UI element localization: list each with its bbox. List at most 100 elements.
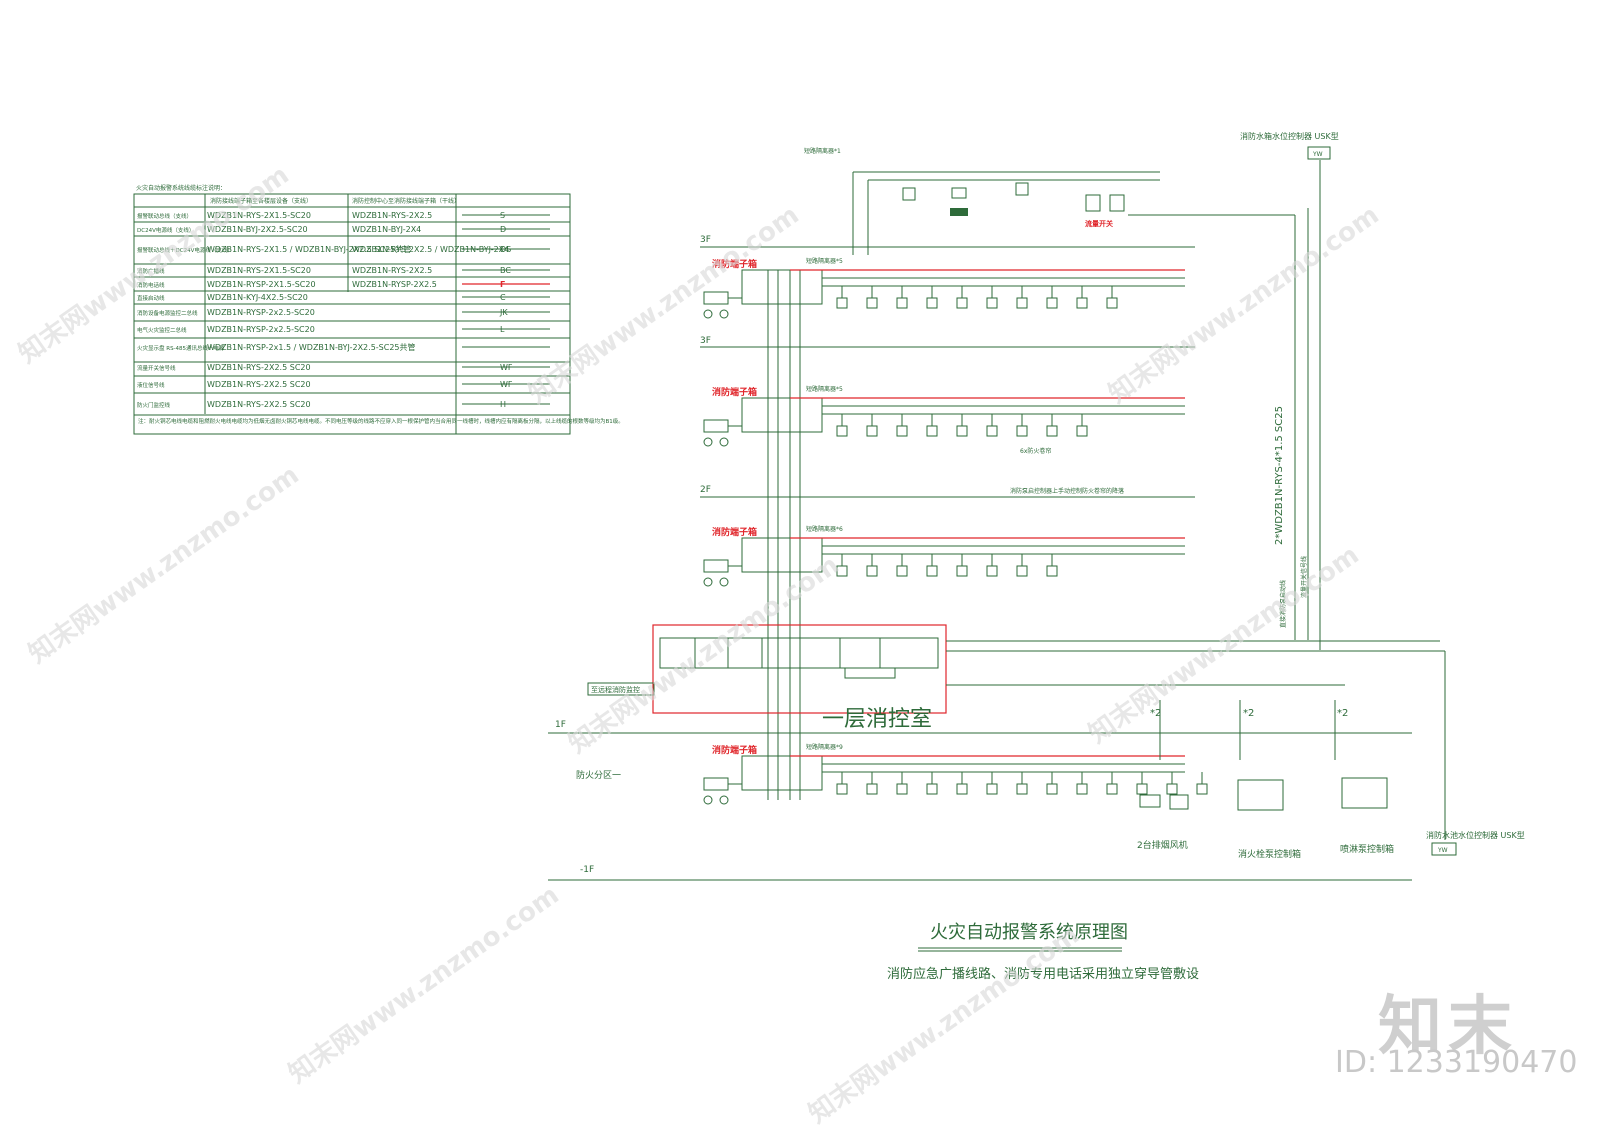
legend-row-symbol: L: [500, 325, 505, 334]
spray-pump-label: 喷淋泵控制箱: [1340, 843, 1394, 855]
legend-row-symbol: C: [500, 293, 506, 302]
legend-row-branch: WDZB1N-BYJ-2X2.5-SC20: [207, 225, 308, 234]
isolator-top-label: 短路隔离器*1: [804, 147, 841, 155]
pool-yw: YW: [1437, 847, 1448, 854]
fire-panel: [703, 777, 729, 791]
detector-icon: [1046, 297, 1058, 309]
detector-icon: [836, 425, 848, 437]
terminal-box-label: 消防端子箱: [712, 744, 757, 756]
detector-icon: [1076, 297, 1088, 309]
legend-row-symbol: WF: [500, 363, 513, 372]
pump-line-label: 直接消防泵启动线: [1279, 580, 1287, 628]
isolator-label: 短路隔离器*5: [806, 385, 843, 393]
terminal-box-label: 消防端子箱: [712, 526, 757, 538]
image-id: ID: 1233190470: [1335, 1045, 1578, 1080]
detector-icon: [836, 565, 848, 577]
detector-icon: [866, 297, 878, 309]
detector-icon: [1106, 783, 1118, 795]
detector-icon: [1076, 425, 1088, 437]
detector-icon: [866, 783, 878, 795]
detector-icon: [896, 297, 908, 309]
detector-icon: [956, 783, 968, 795]
detector-icon: [896, 565, 908, 577]
legend-row-symbol: H: [500, 400, 506, 409]
roller-note: 6x防火卷帘: [1020, 447, 1051, 455]
detector-icon: [866, 565, 878, 577]
legend-title: 火灾自动报警系统线缆标注说明：: [136, 184, 226, 192]
detector-icon: [956, 297, 968, 309]
floor-loop: 消防端子箱 短路隔离器*6: [703, 525, 1185, 587]
detector-icon: [956, 565, 968, 577]
svg-text:*2: *2: [1243, 708, 1254, 719]
tank-yw: YW: [1312, 151, 1323, 158]
detector-icon: [1046, 565, 1058, 577]
detector-icon: [896, 783, 908, 795]
detector-icon: [926, 425, 938, 437]
riser-label: 2*WDZB1N-RYS-4*1.5 SC25: [1274, 406, 1285, 545]
detector-icon: [1076, 783, 1088, 795]
detector-icon: [866, 425, 878, 437]
legend-row-branch: WDZB1N-RYS-2X1.5-SC20: [207, 211, 311, 220]
hydrant-pump-label: 消火栓泵控制箱: [1238, 848, 1301, 860]
legend-row-symbol: D: [500, 225, 506, 234]
riser: [767, 270, 801, 800]
legend-row-branch: WDZB1N-KYJ-4X2.5-SC20: [207, 293, 308, 302]
diagram-subtitle: 消防应急广播线路、消防专用电话采用独立穿导管敷设: [887, 966, 1199, 982]
speaker-icon: [703, 795, 713, 805]
legend-row-branch: WDZB1N-RYS-2X2.5 SC20: [207, 400, 311, 409]
floor-loop: 消防端子箱短路隔离器*5: [703, 257, 1185, 319]
legend-row-branch: WDZB1N-RYSP-2x2.5-SC20: [207, 325, 315, 334]
f2-note: 消防泵启控制器上手动控制防火卷帘的降落: [1010, 487, 1124, 495]
legend-row-branch: WDZB1N-RYS-2X2.5 SC20: [207, 380, 311, 389]
terminal-box-label: 消防端子箱: [712, 386, 757, 398]
fire-zone-label: 防火分区一: [576, 769, 621, 781]
detector-icon: [1016, 783, 1028, 795]
legend-row-trunk: WDZB1N-BYJ-2X4: [352, 225, 421, 234]
floor-2f-label: 2F: [700, 485, 711, 495]
isolator-label: 短路隔离器*5: [806, 257, 843, 265]
legend-row-name: 电气火灾监控二总线: [137, 326, 187, 334]
legend-row-symbol: S: [500, 211, 505, 220]
legend-row-symbol: WF: [500, 380, 513, 389]
speaker-icon: [703, 437, 713, 447]
detector-icon: [956, 425, 968, 437]
speaker-icon: [719, 795, 729, 805]
legend-col2-header: 消防控制中心至消防接线端子箱（干线）: [352, 197, 460, 205]
water-lines: *2 *2 *2: [946, 640, 1446, 840]
floor-b1-label: -1F: [580, 865, 594, 875]
isolator-label: 短路隔离器*9: [806, 743, 843, 751]
pump-equipment: 2台排烟风机 消火栓泵控制箱 喷淋泵控制箱 消防水池水位控制器 USK型 YW: [1137, 777, 1525, 860]
legend-row-branch: WDZB1N-RYS-2X1.5-SC20: [207, 266, 311, 275]
speaker-icon: [703, 577, 713, 587]
detector-icon: [836, 783, 848, 795]
detector-icon: [1196, 783, 1208, 795]
detector-icon: [1136, 783, 1148, 795]
exhaust-fan-label: 2台排烟风机: [1137, 839, 1188, 851]
svg-text:*2: *2: [1150, 708, 1161, 719]
detector-icon: [1046, 425, 1058, 437]
legend-row-name: 防火门监控线: [137, 401, 171, 409]
legend-note: 注：耐火铜芯电线电缆和阻燃耐火电线电缆均为低烟无卤耐火铜芯电线电缆。不同电压等级…: [138, 417, 624, 425]
control-room: 一层消控室 至远程消防监控: [587, 624, 947, 732]
legend-frame: [133, 193, 571, 435]
isolator-label: 短路隔离器*6: [806, 525, 843, 533]
detector-icon: [926, 783, 938, 795]
detector-icon: [1106, 297, 1118, 309]
roof-loop: 短路隔离器*1 流量开关 YW 消防水箱水位控制器 USK型 2*WDZB1N-…: [804, 131, 1339, 650]
detector-icon: [836, 297, 848, 309]
legend-row-symbol: JK: [499, 308, 508, 317]
detector-icon: [896, 425, 908, 437]
legend-row-name: 直接启动线: [137, 294, 165, 302]
tank-controller-label: 消防水箱水位控制器 USK型: [1240, 131, 1339, 141]
detector-icon: [1046, 783, 1058, 795]
remote-monitor-label: 至远程消防监控: [591, 685, 640, 694]
legend-row-name: 流量开关信号线: [137, 364, 176, 372]
legend-row-branch: WDZB1N-RYS-2X1.5 / WDZB1N-BYJ-2X2.5 SC25…: [207, 244, 411, 254]
legend-row-symbol: F: [500, 280, 505, 289]
detector-icon: [926, 297, 938, 309]
legend-row-trunk: WDZB1N-RYSP-2X2.5: [352, 280, 437, 289]
floor-3f-label: 3F: [700, 235, 711, 245]
detector-icon: [986, 783, 998, 795]
